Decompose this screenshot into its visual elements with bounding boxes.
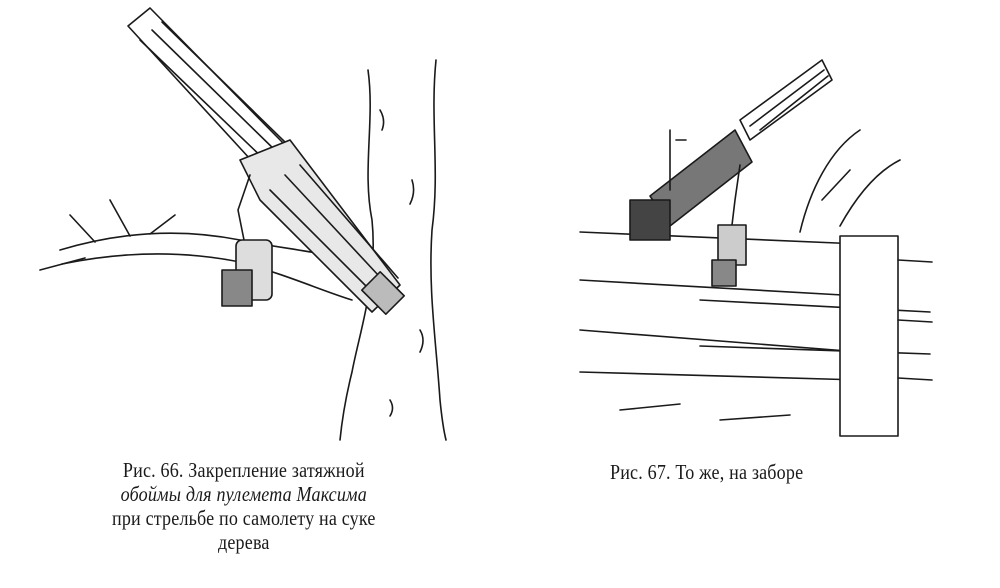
machine-gun (127, 7, 406, 316)
figure-67-caption: Рис. 67. То же, на заборе (610, 460, 920, 484)
clamp-mount (711, 164, 747, 287)
caption-line: дерева (218, 530, 270, 554)
caption-line: Рис. 66. Закрепление затяжной (122, 458, 365, 482)
figure-66-illustration-machine-gun-on-tree-branch (39, 7, 447, 441)
bushes (799, 129, 901, 233)
caption-line: Рис. 67. То же, на заборе (610, 460, 804, 484)
caption-line: при стрельбе по самолету на суке (112, 506, 376, 530)
fence (579, 231, 933, 437)
figure-66-caption: Рис. 66. Закрепление затяжной обоймы для… (46, 458, 442, 554)
machine-gun (629, 59, 833, 241)
figure-67-illustration-machine-gun-on-fence (579, 59, 933, 437)
caption-line: обоймы для пулемета Максима (120, 482, 367, 506)
clamp-mount (221, 174, 273, 307)
